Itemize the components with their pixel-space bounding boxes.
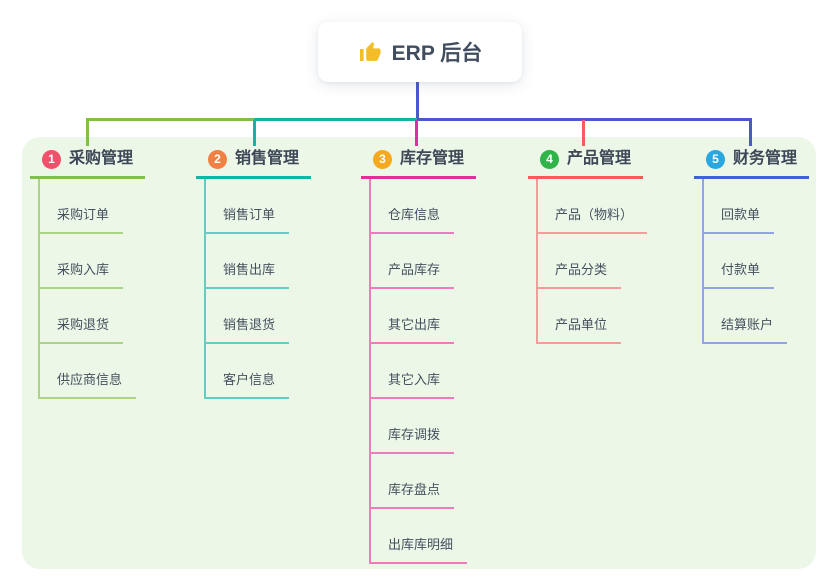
child-topic[interactable]: 销售退货 bbox=[206, 289, 290, 344]
child-topic[interactable]: 采购退货 bbox=[40, 289, 124, 344]
child-topic[interactable]: 采购订单 bbox=[40, 179, 124, 234]
branch-sales: 2 销售管理 销售订单 销售出库 销售退货 客户信息 bbox=[196, 146, 312, 399]
branch-drop-inventory bbox=[415, 120, 418, 146]
branch-finance: 5 财务管理 回款单 付款单 结算账户 bbox=[694, 146, 810, 344]
branch-header-inventory[interactable]: 3 库存管理 bbox=[361, 146, 477, 179]
child-topic[interactable]: 库存调拨 bbox=[371, 399, 455, 454]
branch-number-badge: 5 bbox=[706, 149, 725, 169]
child-topic[interactable]: 供应商信息 bbox=[40, 344, 137, 399]
child-topic[interactable]: 其它入库 bbox=[371, 344, 455, 399]
child-topic[interactable]: 销售订单 bbox=[206, 179, 290, 234]
branch-number-badge: 1 bbox=[42, 149, 61, 169]
branch-children-sales: 销售订单 销售出库 销售退货 客户信息 bbox=[204, 179, 311, 399]
child-topic[interactable]: 销售出库 bbox=[206, 234, 290, 289]
branch-inventory: 3 库存管理 仓库信息 产品库存 其它出库 其它入库 库存调拨 库存盘点 出库库… bbox=[361, 146, 477, 564]
branch-drop-purchase bbox=[86, 120, 89, 146]
branch-drop-product bbox=[582, 120, 585, 146]
branch-number-badge: 2 bbox=[208, 149, 227, 169]
branch-purchase: 1 采购管理 采购订单 采购入库 采购退货 供应商信息 bbox=[30, 146, 146, 399]
child-topic[interactable]: 产品单位 bbox=[538, 289, 622, 344]
branch-children-inventory: 仓库信息 产品库存 其它出库 其它入库 库存调拨 库存盘点 出库库明细 bbox=[369, 179, 476, 564]
thumbs-up-icon bbox=[359, 42, 381, 61]
child-topic[interactable]: 结算账户 bbox=[704, 289, 788, 344]
root-node[interactable]: ERP 后台 bbox=[318, 22, 522, 82]
root-label: ERP 后台 bbox=[391, 42, 483, 65]
child-topic[interactable]: 付款单 bbox=[704, 234, 775, 289]
child-topic[interactable]: 回款单 bbox=[704, 179, 775, 234]
branch-children-finance: 回款单 付款单 结算账户 bbox=[702, 179, 809, 344]
root-stem-line bbox=[416, 82, 419, 120]
child-topic[interactable]: 其它出库 bbox=[371, 289, 455, 344]
connector-segment-teal bbox=[254, 118, 417, 121]
child-topic[interactable]: 产品分类 bbox=[538, 234, 622, 289]
branch-label: 销售管理 bbox=[235, 150, 300, 167]
branch-children-purchase: 采购订单 采购入库 采购退货 供应商信息 bbox=[38, 179, 145, 399]
connector-segment-green bbox=[86, 118, 254, 121]
child-topic[interactable]: 出库库明细 bbox=[371, 509, 468, 564]
branch-header-sales[interactable]: 2 销售管理 bbox=[196, 146, 312, 179]
child-topic[interactable]: 仓库信息 bbox=[371, 179, 455, 234]
branch-label: 采购管理 bbox=[69, 150, 134, 167]
branch-label: 财务管理 bbox=[733, 150, 798, 167]
branch-label: 库存管理 bbox=[400, 150, 465, 167]
connector-segment-blue bbox=[417, 118, 752, 121]
branch-header-product[interactable]: 4 产品管理 bbox=[528, 146, 644, 179]
child-topic[interactable]: 库存盘点 bbox=[371, 454, 455, 509]
branches-panel bbox=[22, 137, 816, 569]
branch-children-product: 产品（物料） 产品分类 产品单位 bbox=[536, 179, 648, 344]
branch-drop-sales bbox=[253, 120, 256, 146]
child-topic[interactable]: 产品库存 bbox=[371, 234, 455, 289]
branch-header-finance[interactable]: 5 财务管理 bbox=[694, 146, 810, 179]
branch-drop-finance bbox=[749, 120, 752, 146]
branch-label: 产品管理 bbox=[567, 150, 632, 167]
branch-header-purchase[interactable]: 1 采购管理 bbox=[30, 146, 146, 179]
child-topic[interactable]: 产品（物料） bbox=[538, 179, 648, 234]
branch-number-badge: 3 bbox=[373, 149, 392, 169]
child-topic[interactable]: 客户信息 bbox=[206, 344, 290, 399]
child-topic[interactable]: 采购入库 bbox=[40, 234, 124, 289]
branch-number-badge: 4 bbox=[540, 149, 559, 169]
branch-product: 4 产品管理 产品（物料） 产品分类 产品单位 bbox=[528, 146, 648, 344]
